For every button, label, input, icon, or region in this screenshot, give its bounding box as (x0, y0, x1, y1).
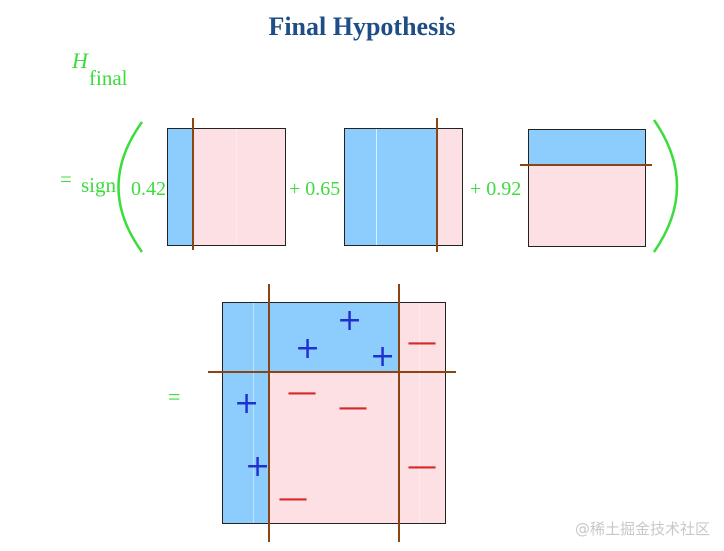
coef-3: + 0.92 (470, 178, 522, 200)
faint-line (236, 129, 237, 245)
faint-line (419, 303, 420, 523)
plus-sample: + (337, 303, 363, 338)
boundary-vertical-left (268, 284, 270, 542)
minus-sample: — (287, 375, 317, 410)
region-negative (194, 129, 285, 245)
decision-boundary-3 (520, 164, 652, 166)
minus-sample: — (407, 325, 437, 360)
plus-sample: + (234, 386, 260, 421)
minus-sample: — (338, 390, 368, 425)
region-positive (168, 129, 194, 245)
faint-line (253, 303, 254, 523)
h-label: H (72, 48, 88, 73)
plus-sample: + (245, 449, 271, 484)
coef-2: + 0.65 (289, 178, 341, 200)
region-positive-top (223, 303, 399, 373)
decision-boundary-1 (192, 118, 194, 250)
region-negative (437, 129, 462, 245)
region-positive-left (223, 373, 269, 523)
sign-label: sign (81, 173, 117, 197)
page-title: Final Hypothesis (268, 12, 456, 41)
region-negative (529, 165, 645, 246)
equals-sign-final: = (168, 384, 181, 409)
plus-sample: + (370, 339, 396, 374)
right-paren (652, 119, 679, 253)
coef-1: 0.42 (131, 178, 166, 200)
region-positive (529, 130, 645, 165)
weak-classifier-1 (167, 128, 286, 246)
region-negative-right (399, 303, 445, 523)
faint-line (376, 129, 377, 245)
weak-classifier-2 (344, 128, 463, 246)
region-positive (345, 129, 437, 245)
decision-boundary-2 (436, 118, 438, 252)
plus-sample: + (295, 331, 321, 366)
final-classifier (222, 302, 446, 524)
minus-sample: — (407, 449, 437, 484)
left-paren (117, 121, 144, 253)
boundary-horizontal (208, 371, 456, 373)
weak-classifier-3 (528, 129, 646, 247)
region-negative-center (269, 373, 399, 523)
minus-sample: — (278, 481, 308, 516)
equals-sign: = (60, 167, 72, 191)
h-subscript: final (89, 66, 128, 90)
boundary-vertical-right (398, 284, 400, 542)
watermark: @稀土掘金技术社区 (574, 520, 710, 538)
